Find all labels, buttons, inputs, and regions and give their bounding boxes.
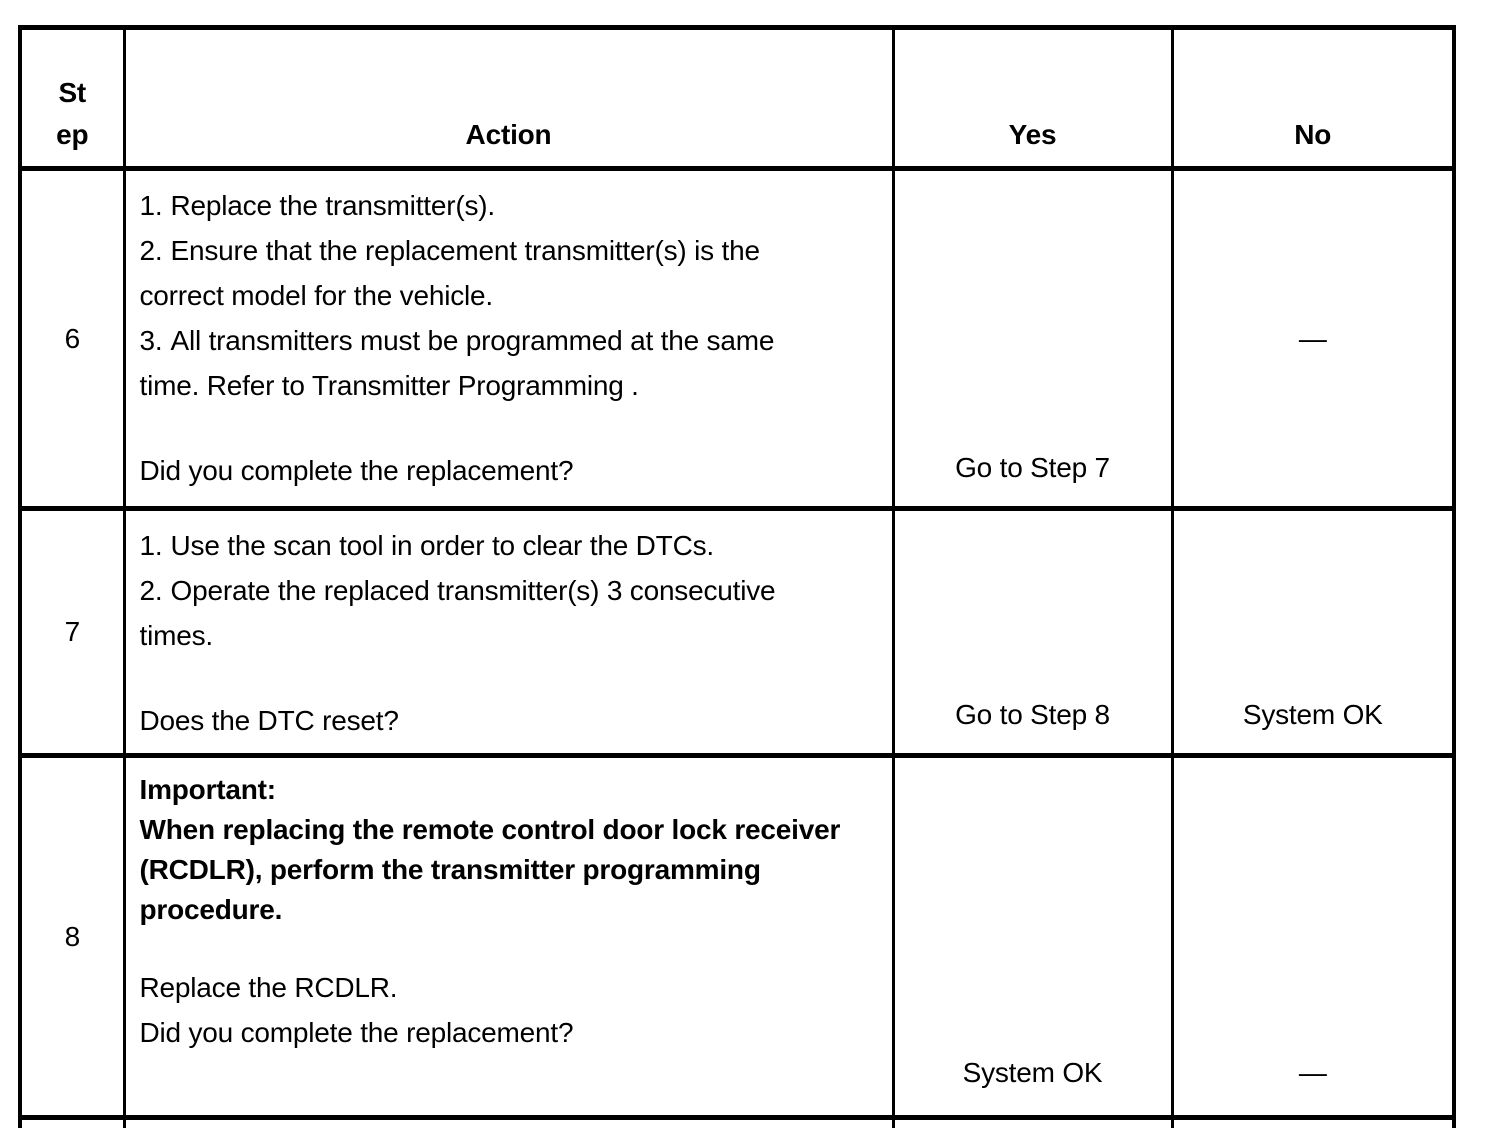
table-row-step-8: 8 Important: When replacing the remote c…: [18, 753, 1456, 1120]
action-cell: 1.Replace the transmitter(s). 2.Ensure t…: [122, 166, 895, 511]
list-number: 1.: [139, 530, 163, 561]
diagnostic-table: St ep Action Yes No 6 1.Replace the tran…: [18, 25, 1456, 1128]
no-cell-empty: [1170, 1115, 1456, 1128]
step-number: 7: [18, 506, 126, 758]
action-text: Operate the replaced transmitter(s) 3 co…: [170, 575, 776, 606]
action-list-item: 1.Replace the transmitter(s).: [140, 183, 876, 228]
table-header-row: St ep Action Yes No: [18, 25, 1456, 171]
action-text: Use the scan tool in order to clear the …: [170, 530, 715, 561]
action-text-line: times.: [139, 620, 214, 651]
action-list-item: 2.Ensure that the replacement transmitte…: [140, 228, 876, 273]
blank-line: [140, 408, 876, 448]
no-cell: —: [1170, 166, 1456, 511]
action-question: Did you complete the replacement?: [139, 1017, 574, 1048]
no-cell: —: [1170, 753, 1456, 1120]
blank-line: [140, 658, 876, 698]
list-number: 1.: [139, 190, 163, 221]
action-text-line: time. Refer to Transmitter Programming .: [139, 370, 639, 401]
step-number: 6: [18, 166, 126, 511]
action-list-item: 3.All transmitters must be programmed at…: [140, 318, 876, 363]
header-cell-step: St ep: [18, 25, 126, 171]
action-question: Does the DTC reset?: [139, 705, 399, 736]
action-text-line: correct model for the vehicle.: [139, 280, 494, 311]
action-text: Ensure that the replacement transmitter(…: [170, 235, 761, 266]
header-step-line2: ep: [56, 119, 89, 150]
yes-cell: Go to Step 8: [891, 506, 1174, 758]
action-list-item: 2.Operate the replaced transmitter(s) 3 …: [140, 568, 876, 613]
table-row-partial: [18, 1115, 1456, 1128]
list-number: 3.: [139, 325, 163, 356]
yes-cell: System OK: [891, 753, 1174, 1120]
yes-cell-empty: [891, 1115, 1174, 1128]
no-cell: System OK: [1170, 506, 1456, 758]
action-cell-empty: [122, 1115, 895, 1128]
action-text: Replace the transmitter(s).: [170, 190, 496, 221]
action-cell: 1.Use the scan tool in order to clear th…: [122, 506, 895, 758]
action-question: Did you complete the replacement?: [139, 455, 574, 486]
important-label: Important:: [139, 774, 277, 805]
list-number: 2.: [139, 235, 163, 266]
action-text-line: Replace the RCDLR.: [139, 972, 398, 1003]
header-step-line1: St: [58, 77, 87, 108]
blank-line: [140, 930, 876, 965]
important-text-line: When replacing the remote control door l…: [139, 814, 841, 845]
header-cell-no: No: [1170, 25, 1456, 171]
header-cell-action: Action: [122, 25, 895, 171]
header-cell-yes: Yes: [891, 25, 1174, 171]
action-cell: Important: When replacing the remote con…: [122, 753, 895, 1120]
list-number: 2.: [139, 575, 163, 606]
table-row-step-6: 6 1.Replace the transmitter(s). 2.Ensure…: [18, 166, 1456, 511]
important-text-line: (RCDLR), perform the transmitter program…: [139, 854, 761, 885]
step-cell-empty: [18, 1115, 126, 1128]
yes-cell: Go to Step 7: [891, 166, 1174, 511]
action-list-item: 1.Use the scan tool in order to clear th…: [140, 523, 876, 568]
table-row-step-7: 7 1.Use the scan tool in order to clear …: [18, 506, 1456, 758]
action-text: All transmitters must be programmed at t…: [170, 325, 775, 356]
important-text-line: procedure.: [139, 894, 283, 925]
step-number: 8: [18, 753, 126, 1120]
